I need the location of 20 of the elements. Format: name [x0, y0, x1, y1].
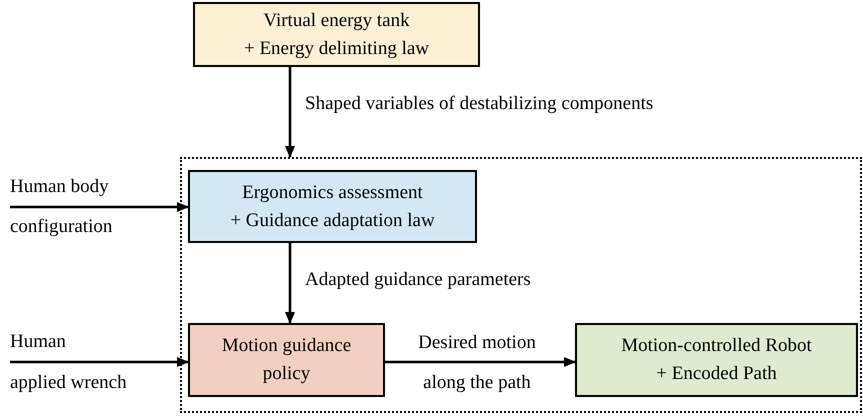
edge-label: Human body configuration	[10, 175, 112, 239]
process-box	[188, 170, 477, 243]
node-text: Virtual energy tank	[262, 8, 411, 32]
node-text: Motion guidance policy	[220, 334, 352, 386]
arrow	[10, 202, 189, 212]
edge-label: Desired motion along the path	[417, 331, 537, 395]
arrow	[285, 67, 295, 158]
arrow	[385, 357, 576, 367]
arrow	[10, 357, 189, 367]
node-text: + Energy delimiting law	[242, 36, 430, 60]
process-box	[193, 2, 480, 67]
arrow	[285, 243, 295, 324]
dotted-region	[180, 157, 862, 413]
node-text: Motion-controlled Robot	[620, 334, 813, 358]
process-box	[188, 323, 385, 397]
node-text: + Guidance adaptation law	[229, 208, 436, 232]
node-text: Ergonomics assessment	[241, 180, 424, 204]
edge-label: Human applied wrench	[10, 330, 127, 395]
node-text: + Encoded Path	[655, 362, 778, 386]
process-box	[575, 323, 858, 397]
